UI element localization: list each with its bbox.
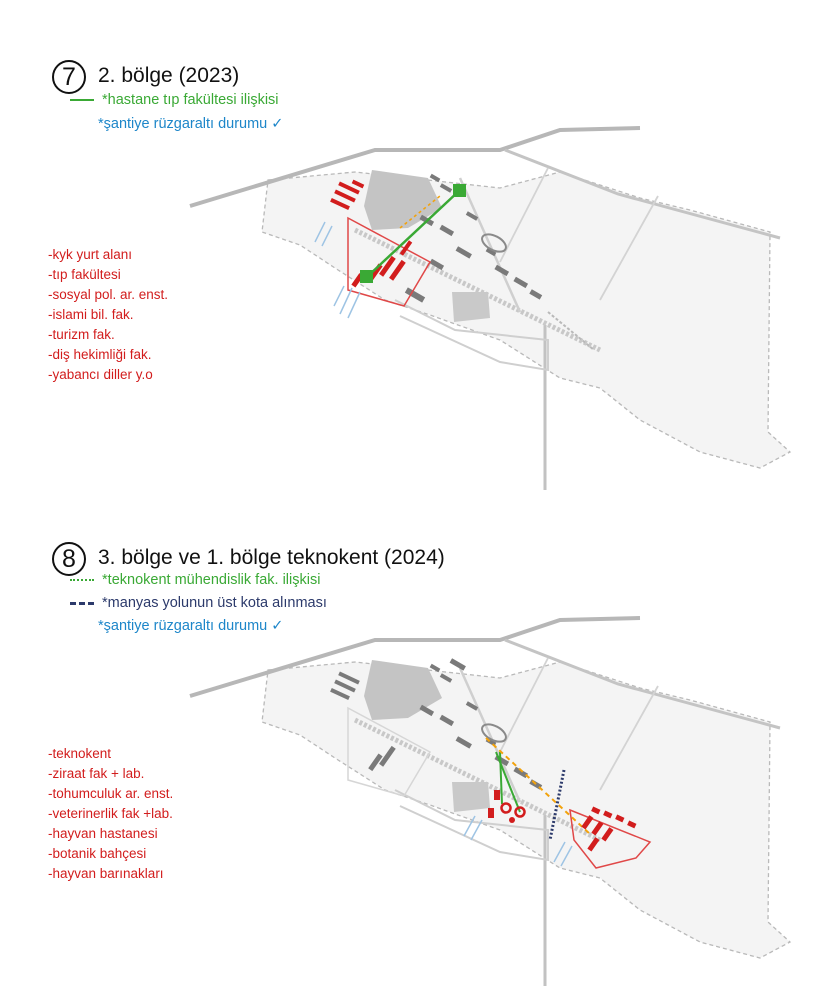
phase-number-badge: 8 xyxy=(52,542,86,576)
program-item: -yabancı diller y.o xyxy=(48,367,153,382)
legend-teknokent-relation: *teknokent mühendislik fak. ilişkisi xyxy=(70,572,320,588)
program-item: -tıp fakültesi xyxy=(48,267,121,282)
stadium xyxy=(481,723,507,743)
campus-map-phase-8 xyxy=(189,616,792,986)
wind-arrows xyxy=(314,221,361,319)
central-mass xyxy=(364,660,442,720)
program-item: -hayvan hastanesi xyxy=(48,826,158,841)
legend-text: *şantiye rüzgaraltı durumu ✓ xyxy=(98,618,284,634)
program-item: -diş hekimliği fak. xyxy=(48,347,152,362)
legend-wind-status: *şantiye rüzgaraltı durumu ✓ xyxy=(98,618,283,634)
south-mass xyxy=(452,782,490,812)
legend-manyas-road: *manyas yolunun üst kota alınması xyxy=(70,595,327,611)
phase-8-panel: 8 3. bölge ve 1. bölge teknokent (2024) … xyxy=(0,490,831,986)
phase-7-panel: 7 2. bölge (2023) *hastane tıp fakültesi… xyxy=(0,0,831,490)
road-branch-1 xyxy=(458,667,522,803)
road-loop xyxy=(394,789,549,862)
site-boundary xyxy=(261,171,792,469)
new-buildings xyxy=(330,179,413,288)
central-mass xyxy=(364,170,442,230)
road-branch-3 xyxy=(599,685,659,791)
south-mass xyxy=(452,292,490,322)
phase-title: 2. bölge (2023) xyxy=(98,64,240,87)
site-boundary xyxy=(261,661,792,959)
program-item: -ziraat fak + lab. xyxy=(48,766,145,781)
program-list: -kyk yurt alanı -tıp fakültesi -sosyal p… xyxy=(48,245,168,385)
program-item: -botanik bahçesi xyxy=(48,846,147,861)
program-item: -teknokent xyxy=(48,746,112,761)
road-east xyxy=(504,148,781,240)
program-item: -sosyal pol. ar. enst. xyxy=(48,287,169,302)
new-buildings xyxy=(488,790,637,852)
program-item: -hayvan barınakları xyxy=(48,866,164,881)
road-branch-2 xyxy=(499,657,549,753)
legend-text: *hastane tıp fakültesi ilişkisi xyxy=(102,92,279,108)
road-north xyxy=(189,126,641,208)
campus-map-phase-7 xyxy=(189,126,792,490)
legend-wind-status: *şantiye rüzgaraltı durumu ✓ xyxy=(98,116,283,132)
road-loop xyxy=(394,299,549,372)
previous-zone xyxy=(347,706,432,797)
program-item: -kyk yurt alanı xyxy=(48,247,133,262)
lab-ring xyxy=(500,802,512,814)
program-list: -teknokent -ziraat fak + lab. -tohumculu… xyxy=(48,744,173,884)
new-zone-outline xyxy=(347,216,432,307)
road-branch-1 xyxy=(458,177,522,313)
legend-text: *manyas yolunun üst kota alınması xyxy=(102,595,327,611)
new-zone-outline xyxy=(569,808,652,869)
phase-number-badge: 7 xyxy=(52,60,86,94)
hospital-marker-north xyxy=(453,184,466,197)
road-diagonal xyxy=(353,717,602,843)
existing-buildings xyxy=(404,173,543,303)
hospital-marker-south xyxy=(360,270,373,283)
road-north xyxy=(189,616,641,698)
program-item: -turizm fak. xyxy=(48,327,115,342)
phase-title: 3. bölge ve 1. bölge teknokent (2024) xyxy=(98,546,445,569)
dotted-green-line-icon xyxy=(70,579,94,582)
program-item: -veterinerlik fak +lab. xyxy=(48,806,173,821)
legend-hospital-relation: *hastane tıp fakültesi ilişkisi xyxy=(70,92,279,108)
program-item: -islami bil. fak. xyxy=(48,307,134,322)
existing-buildings xyxy=(330,658,543,790)
wind-arrows xyxy=(463,815,573,867)
road-east xyxy=(504,638,781,730)
legend-text: *şantiye rüzgaraltı durumu ✓ xyxy=(98,116,284,132)
hospital-relation-line xyxy=(367,189,461,277)
road-branch-3 xyxy=(599,195,659,301)
solid-green-line-icon xyxy=(70,99,94,102)
dashed-navy-line-icon xyxy=(70,601,94,605)
program-item: -tohumculuk ar. enst. xyxy=(48,786,174,801)
stadium xyxy=(481,233,507,253)
road-branch-2 xyxy=(499,167,549,263)
legend-text: *teknokent mühendislik fak. ilişkisi xyxy=(102,572,321,588)
